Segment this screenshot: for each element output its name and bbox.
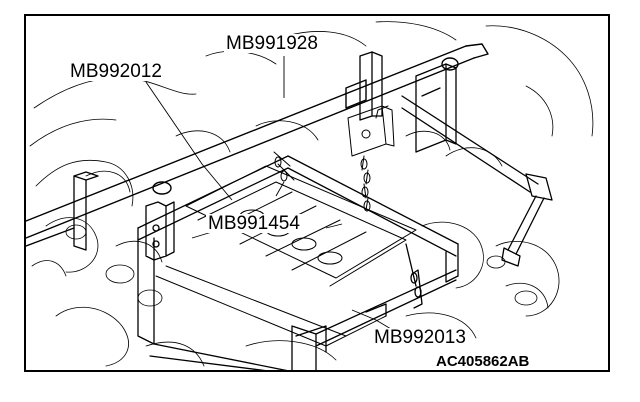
leader-mb992012	[145, 81, 233, 201]
right-support-arm	[401, 63, 553, 267]
support-frame	[137, 155, 459, 370]
leader-mb991454-right	[325, 223, 343, 229]
left-brackets	[73, 51, 383, 261]
hanger-mb991454	[273, 105, 395, 212]
callout-mb991454: MB991454	[206, 213, 302, 234]
crossbar-mb991928	[26, 43, 489, 247]
callout-mb991928: MB991928	[224, 33, 320, 54]
callout-mb992013: MB992013	[372, 327, 468, 348]
figure-code: AC405862AB	[434, 353, 532, 370]
engine-block	[155, 165, 417, 347]
callout-mb992012: MB992012	[68, 61, 164, 82]
engine-bay-background	[29, 21, 594, 367]
leader-lines	[145, 56, 397, 333]
leader-mb991454-chain	[275, 181, 285, 197]
diagram-frame: MB991928 MB992012 MB991454 MB992013 AC40…	[24, 14, 610, 372]
engine-support-illustration	[26, 21, 594, 370]
